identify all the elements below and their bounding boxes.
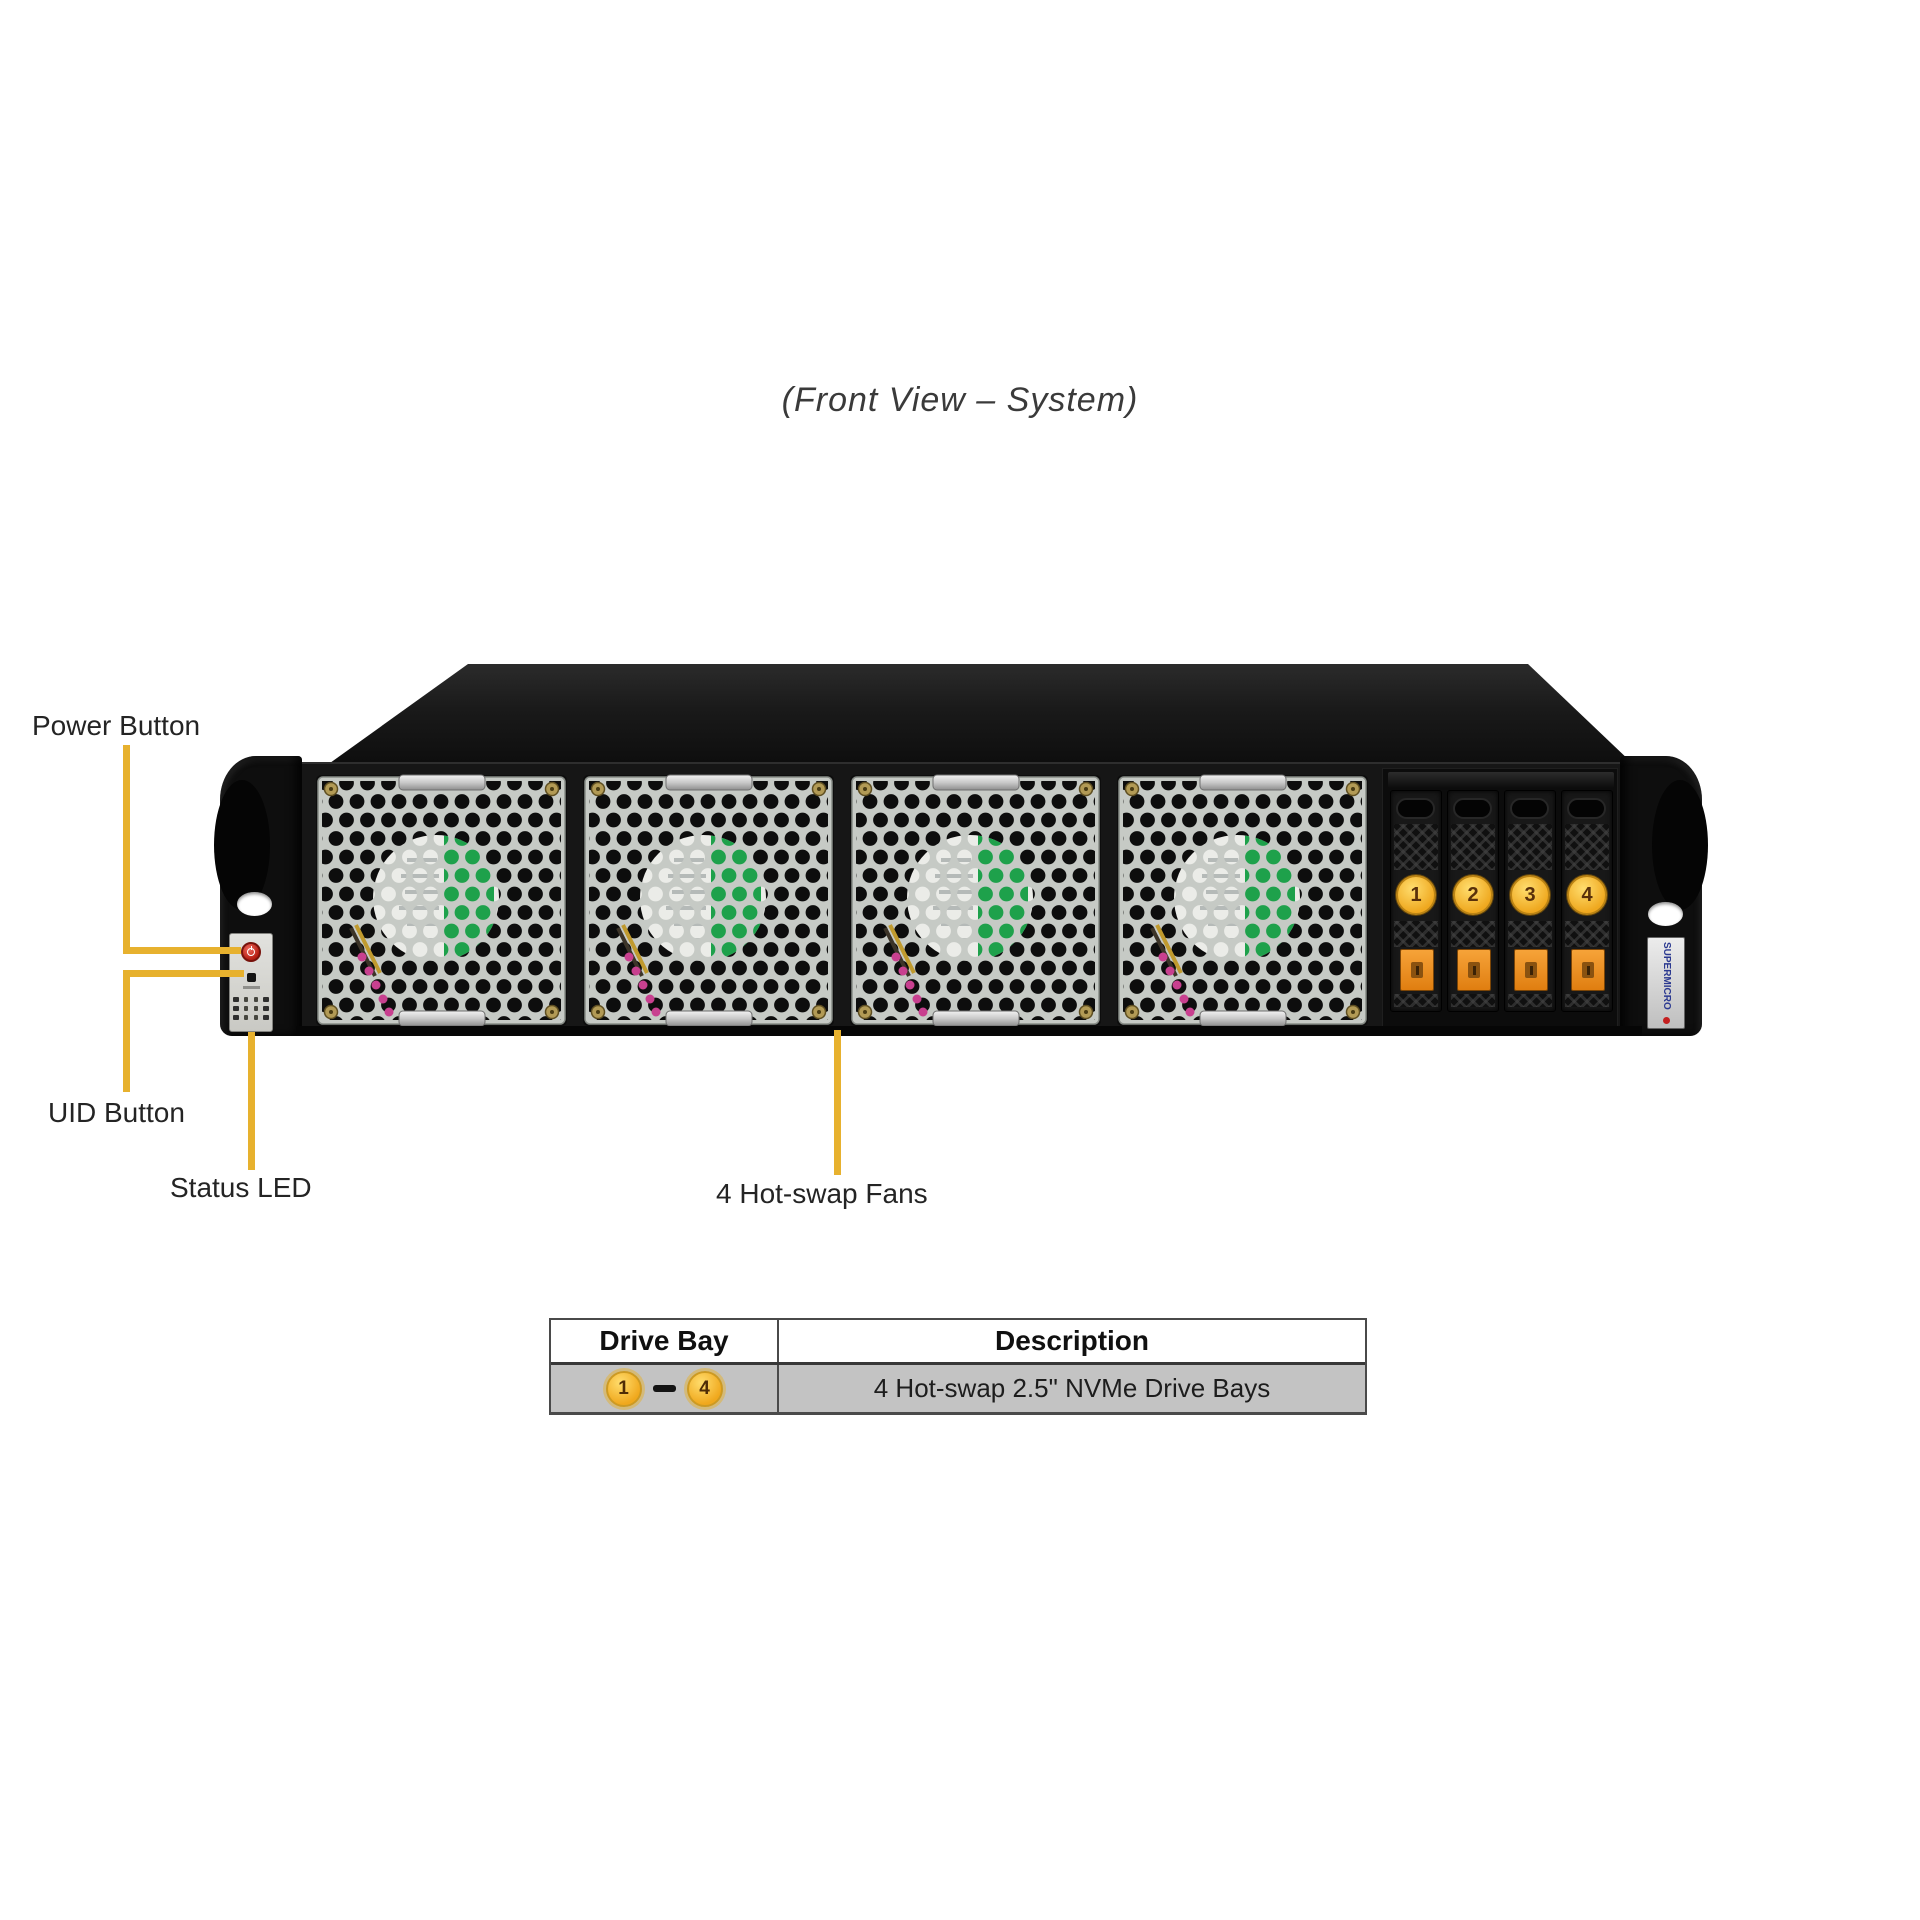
fans-callout-line [834,1030,841,1175]
table-header-row: Drive Bay Description [551,1320,1365,1365]
table-header-description: Description [994,1325,1150,1356]
tray-texture [1565,921,1609,947]
left-handle-grip [214,780,270,910]
brand-logo-dot [1662,1017,1670,1024]
table-cell-description: 4 Hot-swap 2.5" NVMe Drive Bays [873,1373,1271,1403]
panel-micro-text [243,986,260,989]
power-callout-line [123,947,241,954]
hot-swap-fan-1 [315,774,568,1027]
hot-swap-fan-3 [849,774,1102,1027]
tray-texture [1451,994,1495,1007]
status-led-rows [233,993,269,1020]
uid-callout-line [123,970,130,1092]
bay-chip-from: 1 [605,1370,642,1407]
drive-cage-top-bar [1388,772,1614,788]
uid-button-label: UID Button [48,1097,185,1128]
drive-tray-3: 3 [1504,790,1556,1012]
figure-title: (Front View – System) [781,381,1139,419]
brand-label: SUPERMICRO [1647,937,1685,1029]
status-led-callout-line [248,1022,255,1170]
tray-texture [1394,824,1438,870]
tray-texture [1451,824,1495,870]
front-control-panel [229,933,273,1032]
tray-vent-slot [1510,798,1549,819]
power-button [241,942,261,962]
drive-tray-4: 4 [1561,790,1613,1012]
chassis-bottom-lip [296,1026,1642,1036]
power-icon [247,946,255,956]
bay-number-badge: 2 [1453,875,1493,915]
range-dash [652,1385,676,1392]
tray-latch-button [1514,949,1548,991]
tray-texture [1508,824,1552,870]
tray-latch-button [1457,949,1491,991]
fans-label: 4 Hot-swap Fans [716,1178,928,1209]
table-header-drive-bay: Drive Bay [551,1320,779,1362]
left-handle-hole [237,892,272,916]
power-button-label: Power Button [32,710,201,741]
hot-swap-fan-2 [582,774,835,1027]
tray-vent-slot [1453,798,1492,819]
latch-keyslot [1582,962,1594,978]
chassis-top-face [330,664,1632,763]
status-led-label: Status LED [170,1172,312,1203]
bay-chip-to: 4 [686,1370,723,1407]
table-data-row: 1 4 4 Hot-swap 2.5" NVMe Drive Bays [551,1365,1365,1412]
tray-latch-button [1571,949,1605,991]
latch-keyslot [1468,962,1480,978]
hot-swap-fan-4 [1116,774,1369,1027]
right-handle-grip [1652,780,1708,910]
bay-number-badge: 1 [1396,875,1436,915]
power-callout-line [123,745,130,954]
latch-keyslot [1411,962,1423,978]
brand-text: SUPERMICRO [1661,942,1672,1010]
tray-texture [1508,921,1552,947]
uid-callout-line [123,970,244,977]
tray-vent-slot [1567,798,1606,819]
tray-texture [1565,994,1609,1007]
tray-texture [1508,994,1552,1007]
tray-texture [1394,994,1438,1007]
drive-tray-1: 1 [1390,790,1442,1012]
tray-texture [1451,921,1495,947]
right-handle-hole [1648,902,1683,926]
latch-keyslot [1525,962,1537,978]
tray-vent-slot [1396,798,1435,819]
tray-texture [1394,921,1438,947]
tray-texture [1565,824,1609,870]
tray-latch-button [1400,949,1434,991]
table-cell-bay-range: 1 4 [551,1365,779,1412]
uid-button [247,973,256,982]
drive-bay-table: Drive Bay Description 1 4 4 Hot-swap 2.5… [549,1318,1367,1415]
drive-tray-2: 2 [1447,790,1499,1012]
bay-number-badge: 3 [1510,875,1550,915]
bay-number-badge: 4 [1567,875,1607,915]
